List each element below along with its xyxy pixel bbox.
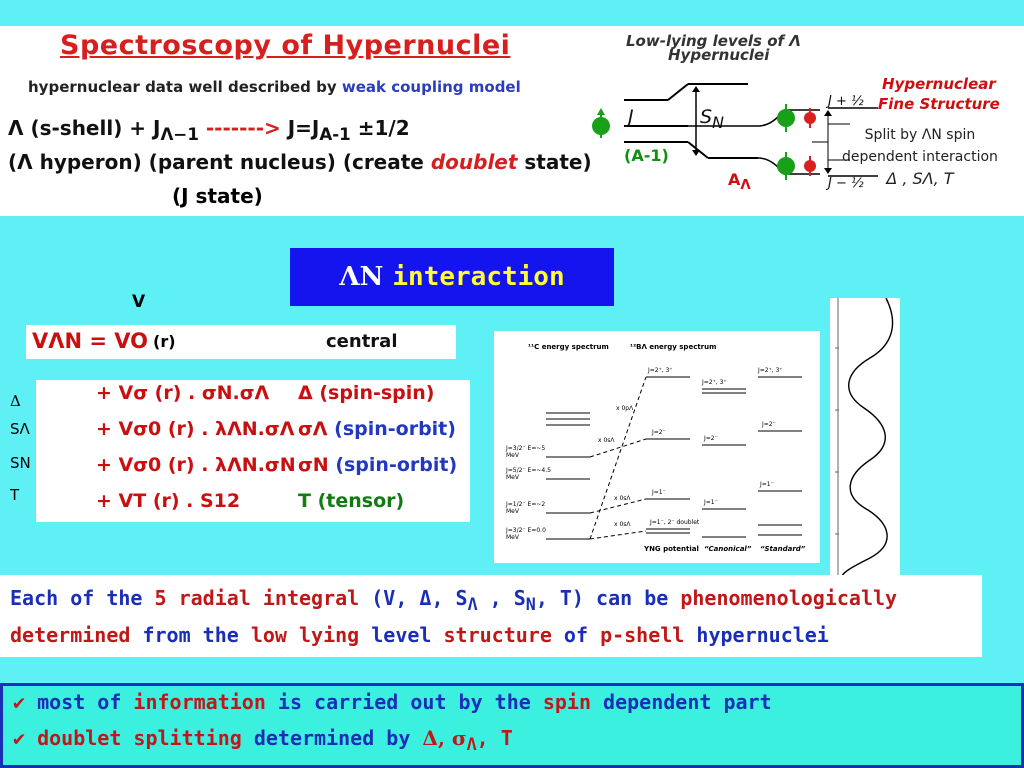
term-label-spin-spin: Δ (spin-spin) [298,382,435,404]
label-col3-1: J=1⁻ [760,481,774,488]
label-col2-1: J=1⁻ [704,499,718,506]
v-label: V [132,292,146,312]
summary-line-2: ✔ doublet splitting determined by Δ, σΛ,… [13,726,513,754]
footer-yng: YNG potential [644,545,699,553]
term-label-spin-orbit-lambda: σΛ (spin-orbit) [298,418,456,440]
label-col1-23: J=2⁺, 3⁺ [648,367,673,374]
level-left-1: J=3/2⁻ E=~5 MeV [506,445,546,459]
mark-0s-3: x 0sΛ [614,521,631,528]
interaction-title-box: ΛN interaction [290,248,614,306]
side-symbol-s-n: SN [10,454,31,472]
level-scheme-figure: Low-lying levels of Λ Hypernuclei [588,26,1024,216]
coupling-equation: Λ (s-shell) + JΛ−1 -------> J=JA-1 ±1/2 [8,116,410,144]
fine-structure-label: Hypernuclear Fine Structure [878,75,1000,113]
label-j: J [628,106,634,128]
term-spin-orbit-n: + Vσ0 (r) . λΛN.σN [96,454,296,476]
label-a-lambda: AΛ [728,170,751,194]
mark-0p: x 0pΛ [616,405,634,412]
label-col3-23: J=2⁺, 3⁺ [758,367,783,374]
mark-0s-2: x 0sΛ [614,495,631,502]
spin-terms-box: + Vσ (r) . σN.σΛ Δ (spin-spin) + Vσ0 (r)… [36,380,470,522]
energy-spectrum-figure: ¹¹C energy spectrum ¹²BΛ energy spectrum… [494,331,820,563]
top-banner: Spectroscopy of Hypernuclei hypernuclear… [0,26,1024,216]
label-col3-2: J=2⁻ [762,421,776,428]
term-label-spin-orbit-n: σN (spin-orbit) [298,454,458,476]
level-left-3: J=1/2⁻ E=~2 MeV [506,501,546,515]
check-icon: ✔ [13,690,26,714]
split-description: Split by ΛN spin dependent interaction Δ… [842,127,998,188]
label-doublet: J=1⁻, 2⁻ doublet [650,519,700,526]
label-sn: SN [700,106,724,132]
label-col1-1: J=1⁻ [652,489,666,496]
figure-title: Low-lying levels of Λ Hypernuclei [626,32,801,64]
label-a-minus-1: (A-1) [624,146,669,165]
term-spin-orbit-lambda: + Vσ0 (r) . λΛN.σΛ [96,418,295,440]
side-symbol-t: T [10,486,20,504]
footer-canonical: “Canonical” [704,545,752,553]
coupling-description: (Λ hyperon) (parent nucleus) (create dou… [8,150,592,174]
radial-wave-figure [830,297,900,577]
summary-line-1: ✔ most of information is carried out by … [13,690,772,714]
label-j-minus: J − ½ [828,176,864,191]
level-scheme-diagram [592,83,878,180]
label-col2-23: J=2⁺, 3⁺ [702,379,727,386]
spectrum-head-left: ¹¹C energy spectrum [528,343,609,351]
spectrum-head-right: ¹²BΛ energy spectrum [630,343,717,351]
label-j-plus: J + ½ [828,94,864,109]
banner-title: Spectroscopy of Hypernuclei [60,30,511,61]
subtitle-model: weak coupling model [341,78,521,96]
term-tensor: + VT (r) . S12 [96,490,241,512]
radial-wave-plot [835,297,894,577]
label-col1-2: J=2⁻ [652,429,666,436]
label-col2-2: J=2⁻ [704,435,718,442]
footer-standard: “Standard” [760,545,806,553]
note-text: Each of the 5 radial integral (V, Δ, SΛ … [10,586,898,647]
level-left-4: J=3/2⁻ E=0.0 MeV [506,527,546,541]
interaction-title: ΛN interaction [339,262,565,292]
term-label-tensor: T (tensor) [298,490,405,512]
side-symbol-s-lambda: SΛ [10,420,30,438]
check-icon: ✔ [13,726,26,750]
subtitle-prefix: hypernuclear data well described by [28,78,337,96]
mark-0s-1: x 0sΛ [598,437,615,444]
note-box: Each of the 5 radial integral (V, Δ, SΛ … [0,575,982,657]
central-term-box: VΛN = VO (r) central [26,325,456,359]
j-state-label: (J state) [172,184,263,208]
central-r: (r) [153,332,176,351]
summary-box: ✔ most of information is carried out by … [0,683,1024,768]
term-spin-spin: + Vσ (r) . σN.σΛ [96,382,270,404]
side-symbol-delta: Δ [10,392,21,410]
central-equation: VΛN = VO [32,329,149,353]
level-left-2: J=5/2⁻ E=~4.5 MeV [506,467,551,481]
banner-subtitle: hypernuclear data well described by weak… [28,78,521,96]
energy-spectrum-diagram [546,376,802,540]
central-label: central [326,331,398,352]
